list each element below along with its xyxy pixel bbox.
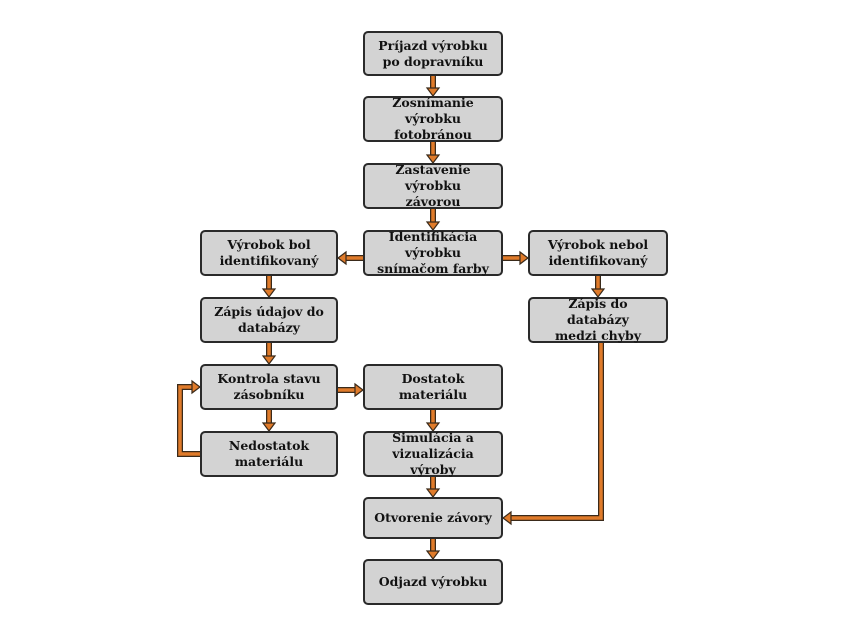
arrow-identification-not-identified <box>503 250 529 266</box>
node-write-errors: Zápis do databázy medzi chyby <box>528 296 668 343</box>
node-enough-material: Dostatok materiálu <box>363 364 503 410</box>
arrow-simulation-open <box>425 477 441 498</box>
node-simulation: Simulácia a vizualizácia výroby <box>363 430 503 477</box>
arrow-arrival-scanning <box>425 76 441 97</box>
arrow-stock-enough <box>338 382 364 398</box>
arrow-stopping-identification <box>425 209 441 231</box>
arrow-open-departure <box>425 539 441 560</box>
node-scanning: Zosnímanie výrobku fotobránou <box>363 95 503 142</box>
arrow-errors-open <box>502 343 604 526</box>
arrow-scanning-stopping <box>425 142 441 164</box>
node-stock-check: Kontrola stavu zásobníku <box>200 364 338 410</box>
arrow-stock-lack <box>261 410 277 432</box>
arrow-identification-identified <box>337 250 363 266</box>
node-departure: Odjazd výrobku <box>363 559 503 605</box>
arrow-write-stock <box>261 343 277 365</box>
arrow-not-identified-errors <box>590 276 606 298</box>
node-lack-material: Nedostatok materiálu <box>200 431 338 477</box>
node-write-data: Zápis údajov do databázy <box>200 297 338 343</box>
node-identified: Výrobok bol identifikovaný <box>200 230 338 276</box>
arrow-lack-loop <box>177 379 201 457</box>
node-stopping: Zastavenie výrobku závorou <box>363 162 503 209</box>
node-identification: Identifikácia výrobku snímačom farby <box>363 229 503 276</box>
node-open-barrier: Otvorenie závory <box>363 497 503 539</box>
node-arrival: Príjazd výrobku po dopravníku <box>363 31 503 76</box>
node-not-identified: Výrobok nebol identifikovaný <box>528 230 668 276</box>
arrow-identified-write <box>261 276 277 298</box>
arrow-enough-simulation <box>425 410 441 432</box>
